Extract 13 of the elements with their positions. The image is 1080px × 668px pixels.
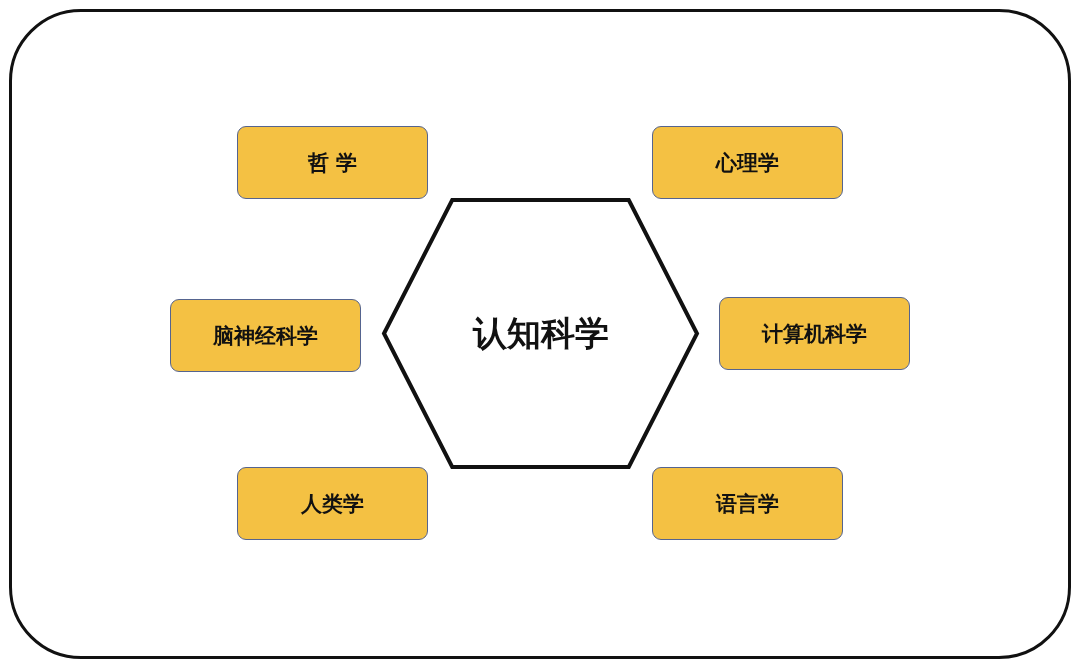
topic-box: [719, 297, 910, 370]
node-label: 哲 学: [307, 149, 358, 177]
topic-box: [237, 467, 428, 540]
node-label: 心理学: [716, 149, 779, 177]
node-label: 语言学: [716, 490, 779, 518]
node-label: 人类学: [301, 490, 364, 518]
node-label: 计算机科学: [762, 320, 867, 348]
node-label: 脑神经科学: [213, 322, 318, 350]
node-title: 认知科学: [472, 311, 609, 355]
topic-box: [652, 126, 843, 199]
topic-box: [652, 467, 843, 540]
topic-box: [237, 126, 428, 199]
topic-box: [170, 299, 361, 372]
